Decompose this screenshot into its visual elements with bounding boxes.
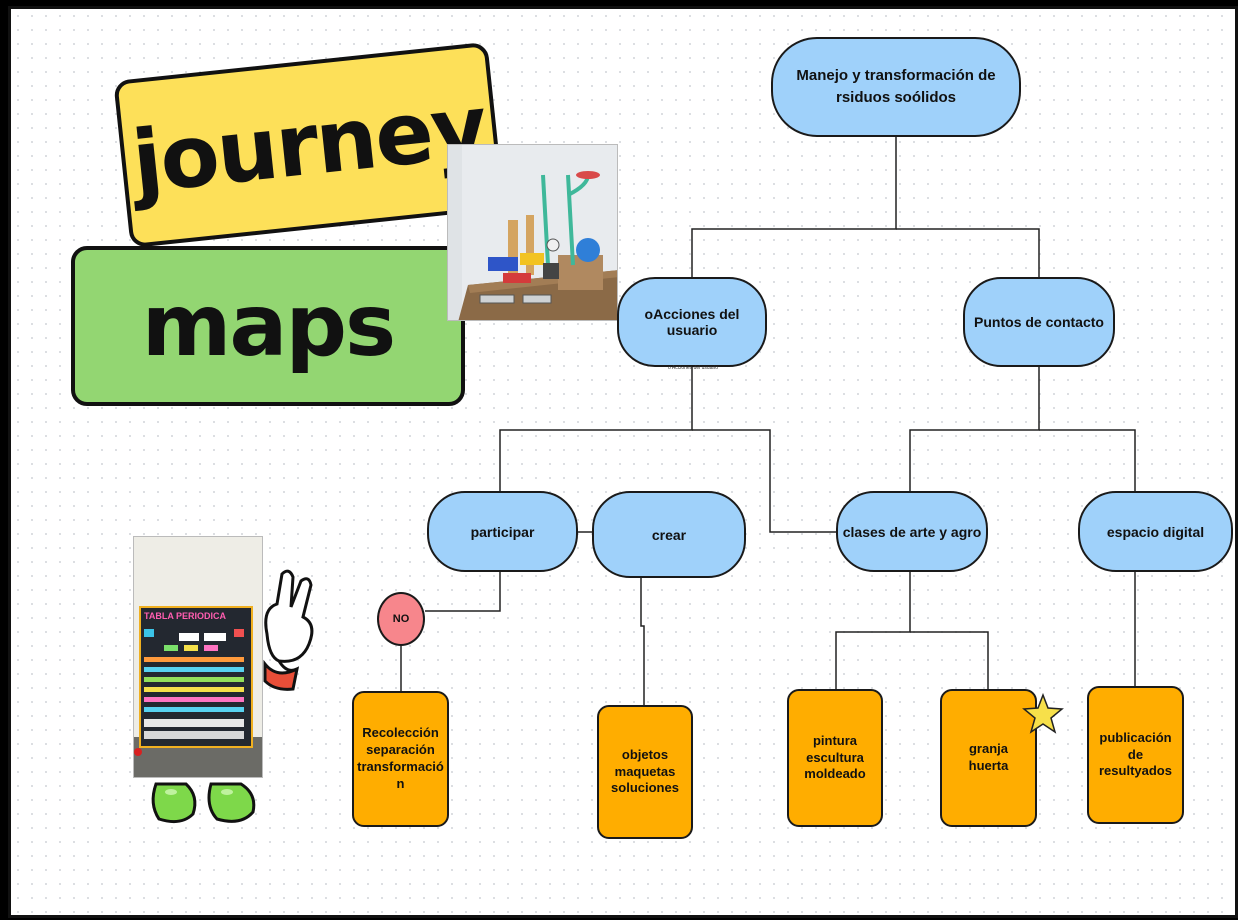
node-no[interactable]: NO [377,592,425,646]
leaf-publicacion-line: resultyados [1099,763,1172,779]
node-no-label: NO [392,613,410,625]
journey-label: journey [127,76,491,214]
node-root-label: Manejo y transformación de rsiduos soóli… [796,67,996,106]
node-acciones-del-usuario[interactable]: oAcciones del usuario [617,277,767,367]
acciones-caption: o Acciones del usuario [668,365,719,371]
leaf-recoleccion[interactable]: Recolección separación transformació n [352,691,449,827]
leaf-pintura-line: escultura [806,749,864,765]
leaf-objetos-line: objetos [621,746,669,762]
connector-lines [400,137,1136,705]
node-acciones-label: oAcciones del usuario [644,306,740,338]
star-icon [1022,693,1064,734]
leaf-granja-line: huerta [968,758,1009,773]
node-clases-de-arte-y-agro[interactable]: clases de arte y agro [836,491,988,572]
periodic-table-illustration: TABLA PERIODICA [134,537,262,777]
leaf-recoleccion-line: separación [366,742,435,758]
maps-badge: maps [71,246,465,406]
photo-recycled-models [447,144,618,321]
maps-label: maps [141,276,396,376]
cartoon-shoes [151,782,256,824]
node-participar-label: participar [470,523,535,540]
leaf-recoleccion-line: n [396,775,405,791]
poster-title: TABLA PERIODICA [144,611,226,621]
leaf-recoleccion-line: transformació [357,759,444,774]
photo-periodic-table-poster: TABLA PERIODICA [133,536,263,778]
leaf-objetos[interactable]: objetos maquetas soluciones [597,705,693,839]
leaf-recoleccion-line: Recolección [362,725,439,741]
node-crear-label: crear [651,526,687,543]
poster-cells [144,629,244,739]
node-participar[interactable]: participar [427,491,578,572]
leaf-granja[interactable]: granja huerta [940,689,1037,827]
node-clases-label: clases de arte y agro [842,523,982,540]
recycled-models-illustration [448,145,617,320]
leaf-publicacion[interactable]: publicación de resultyados [1087,686,1184,824]
leaf-publicacion-line: publicación de [1099,729,1172,762]
leaf-pintura-line: moldeado [804,766,866,782]
cartoon-hand-icon [263,569,314,691]
node-puntos-label: Puntos de contacto [974,314,1104,330]
node-crear[interactable]: crear [592,491,746,578]
node-puntos-de-contacto[interactable]: Puntos de contacto [963,277,1115,367]
node-root[interactable]: Manejo y transformación de rsiduos soóli… [771,37,1021,137]
node-espacio-digital[interactable]: espacio digital [1078,491,1233,572]
leaf-objetos-line: maquetas [614,763,676,779]
leaf-pintura-line: pintura [812,732,858,748]
leaf-pintura[interactable]: pintura escultura moldeado [787,689,883,827]
node-espacio-label: espacio digital [1106,523,1205,540]
canvas: journey maps [8,6,1238,918]
leaf-objetos-line: soluciones [611,780,679,796]
leaf-granja-line: granja [968,741,1008,757]
